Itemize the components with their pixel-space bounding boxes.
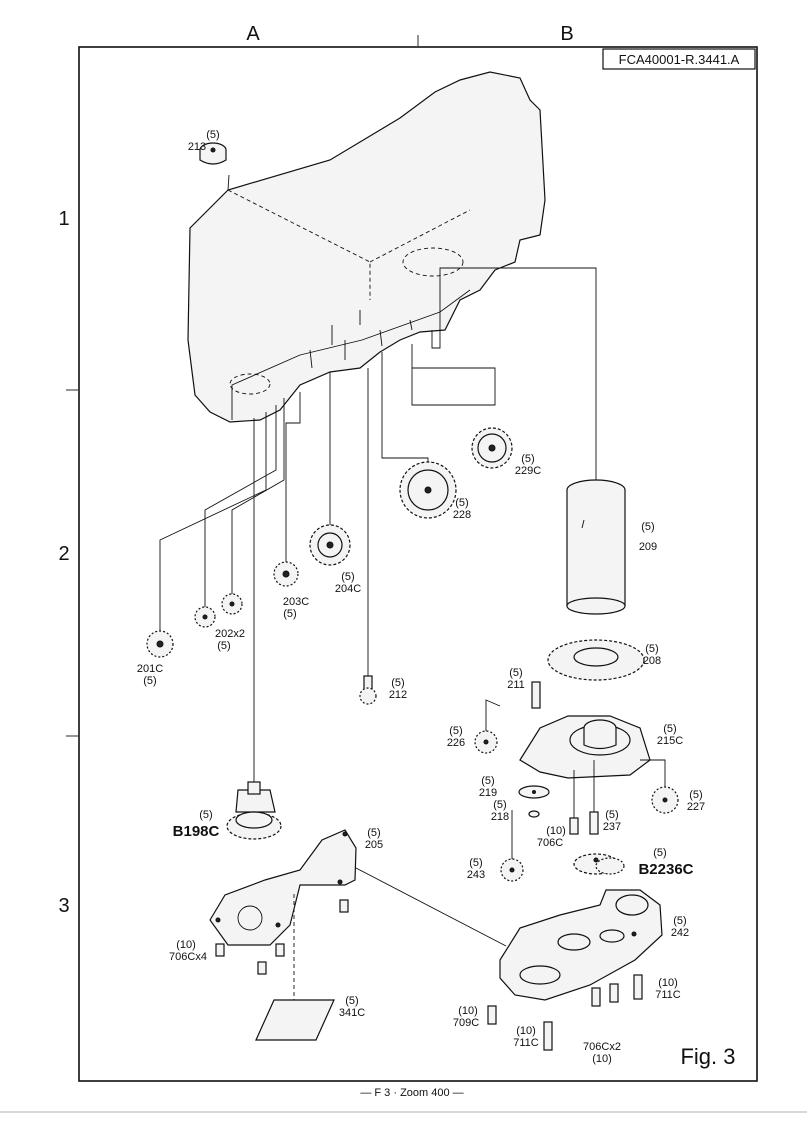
part-number: 242: [671, 927, 689, 939]
part-number: 213: [188, 141, 206, 153]
part-number: 711C: [513, 1037, 539, 1049]
gear-228: [399, 461, 457, 519]
gear-243: [500, 810, 524, 882]
motor-base-215c: [519, 681, 651, 779]
screw-706c: [569, 770, 579, 835]
gear-b198c: [226, 781, 282, 840]
part-number: 341C: [339, 1007, 365, 1019]
base-screws: [487, 974, 643, 1051]
part-qty: (5): [455, 497, 468, 509]
part-qty: (10): [516, 1025, 536, 1037]
part-number: 218: [491, 811, 509, 823]
part-qty: (5): [645, 643, 658, 655]
part-number: 709C: [453, 1017, 479, 1029]
gear-202-pair: [194, 593, 243, 628]
part-number: 219: [479, 787, 497, 799]
figure-label: Fig. 3: [680, 1044, 735, 1069]
part-number: 202x2: [215, 628, 245, 640]
part-qty: (10): [458, 1005, 478, 1017]
part-number: 201C: [137, 663, 163, 675]
plate-205: [209, 829, 507, 947]
part-qty: (5): [653, 847, 666, 859]
part-qty: (5): [199, 809, 212, 821]
row-number-1: 1: [58, 208, 69, 230]
part-number: 228: [453, 509, 471, 521]
gear-208: [547, 639, 645, 681]
part-qty: (5): [206, 129, 219, 141]
row-number-2: 2: [58, 543, 69, 565]
gear-203c: [273, 561, 299, 587]
base-unit-242: [499, 889, 663, 1001]
part-qty: (10): [176, 939, 196, 951]
part-qty: (10): [592, 1053, 612, 1065]
part-qty: (5): [521, 453, 534, 465]
page-footer: — F 3 · Zoom 400 —: [360, 1087, 463, 1099]
washer-218: [528, 810, 540, 818]
part-number: 226: [447, 737, 465, 749]
part-qty: (5): [509, 667, 522, 679]
part-qty: (10): [546, 825, 566, 837]
part-qty: (5): [143, 675, 156, 687]
part-number: 203C: [283, 596, 309, 608]
part-qty: (5): [689, 789, 702, 801]
part-number: 209: [639, 541, 657, 553]
column-header-a: A: [246, 23, 260, 45]
gear-201c: [146, 630, 174, 658]
part-qty: (5): [449, 725, 462, 737]
pinion-212: [359, 675, 377, 705]
part-qty: (5): [641, 521, 654, 533]
part-qty: (5): [663, 723, 676, 735]
part-number: 215C: [657, 735, 683, 747]
part-qty: (5): [481, 775, 494, 787]
part-number: 212: [389, 689, 407, 701]
part-213-roller: [199, 142, 227, 165]
chassis-assembly: [187, 71, 546, 423]
part-qty: (5): [391, 677, 404, 689]
part-number: 211: [507, 679, 525, 691]
part-number: 706Cx4: [169, 951, 207, 963]
gear-226: [474, 699, 501, 754]
part-qty: (5): [367, 827, 380, 839]
part-qty: (10): [658, 977, 678, 989]
part-qty: (5): [341, 571, 354, 583]
column-header-b: B: [560, 23, 573, 45]
part-qty: (5): [673, 915, 686, 927]
washer-219: [518, 785, 550, 799]
gear-227: [640, 759, 679, 814]
part-qty: (5): [345, 995, 358, 1007]
part-number: 227: [687, 801, 705, 813]
part-qty: (5): [493, 799, 506, 811]
doc-code-box: [602, 48, 756, 70]
cylinder-209: [566, 479, 626, 615]
part-qty: (5): [469, 857, 482, 869]
part-qty: (5): [217, 640, 230, 652]
part-number: 204C: [335, 583, 361, 595]
doc-code: FCA40001-R.3441.A: [619, 52, 740, 67]
gear-204c: [309, 524, 351, 566]
part-number-large: B198C: [173, 823, 220, 840]
pin-237: [589, 760, 599, 835]
part-number: 711C: [655, 989, 681, 1001]
part-qty: (5): [605, 809, 618, 821]
part-qty: (5): [283, 608, 296, 620]
part-number-large: B2236C: [638, 861, 693, 878]
diagram-frame: [78, 46, 758, 1082]
part-number: 706Cx2: [583, 1041, 621, 1053]
part-number: 229C: [515, 465, 541, 477]
part-number: 205: [365, 839, 383, 851]
sheet-341c: [255, 894, 335, 1041]
part-number: 706C: [537, 837, 563, 849]
gear-229c: [471, 427, 513, 469]
part-number: 208: [643, 655, 661, 667]
row-number-3: 3: [58, 895, 69, 917]
part-number: 237: [603, 821, 621, 833]
screws-706cx4: [215, 899, 349, 975]
gear-b2236c: [573, 853, 625, 875]
part-number: 243: [467, 869, 485, 881]
